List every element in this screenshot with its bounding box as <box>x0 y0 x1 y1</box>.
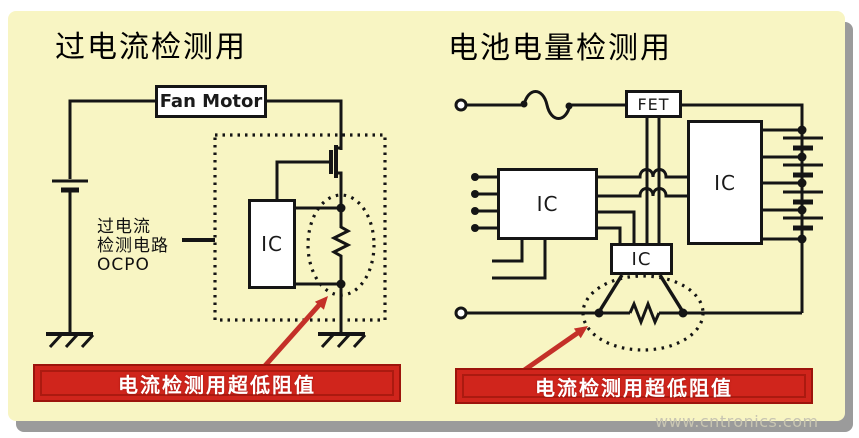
label-line: 检测电路 <box>97 236 169 256</box>
mosfet-icon <box>275 145 343 208</box>
dotted-box <box>213 133 387 322</box>
label-line: OCPO <box>97 255 150 275</box>
wire <box>598 226 622 243</box>
battery-stack-icon <box>783 125 823 244</box>
balance-ic-box: IC <box>687 120 763 245</box>
sense-wire <box>597 274 624 313</box>
right-diagram-title: 电池电量检测用 <box>448 31 672 66</box>
wire <box>267 99 343 150</box>
banner-text: 电流检测用超低阻值 <box>118 372 316 397</box>
dotted-ellipse <box>581 274 705 352</box>
callout-arrow-icon <box>261 296 328 370</box>
dotted-ellipse <box>306 193 376 297</box>
overcurrent-ic-box: IC <box>248 199 296 289</box>
fuse-icon <box>520 90 573 120</box>
terminal-icon <box>454 98 468 112</box>
wire <box>68 99 155 179</box>
right-callout-banner: 电流检测用超低阻值 <box>455 368 813 404</box>
ic-label: IC <box>714 170 736 195</box>
left-diagram-title: 过电流检测用 <box>55 30 247 65</box>
watermark-text: www.cntronics.com <box>655 412 819 431</box>
fan-motor-label: Fan Motor <box>159 91 263 112</box>
junction-dot <box>336 203 346 213</box>
junction-dot <box>594 308 604 318</box>
fet-box: FET <box>625 90 682 118</box>
ic-label: IC <box>631 248 652 270</box>
left-circuit <box>46 99 387 370</box>
ic-label: IC <box>536 192 559 216</box>
sense-wire <box>658 274 685 313</box>
left-callout-banner: 电流检测用超低阻值 <box>33 364 401 402</box>
ic-input-stubs <box>471 173 497 232</box>
resistor-icon <box>628 299 661 327</box>
fet-label: FET <box>637 94 670 114</box>
ground-icon <box>46 332 95 349</box>
wire <box>492 240 547 280</box>
fan-motor-box: Fan Motor <box>155 85 267 118</box>
resistor-icon <box>330 208 352 284</box>
hop-wire <box>598 187 687 198</box>
monitor-ic-box: IC <box>497 168 598 240</box>
wire <box>763 128 802 241</box>
hop-wire <box>598 168 687 179</box>
terminal-icon <box>454 306 468 320</box>
junction-dot <box>336 279 346 289</box>
junction-dot <box>678 308 688 318</box>
sense-ic-box: IC <box>610 243 673 275</box>
wire <box>492 240 524 263</box>
overcurrent-detector-label: 过电流 检测电路 OCPO <box>97 218 169 275</box>
callout-arrow-icon <box>521 326 588 374</box>
right-circuit <box>454 90 823 374</box>
ic-label: IC <box>261 232 283 256</box>
wire <box>682 103 804 313</box>
battery-icon <box>52 179 88 193</box>
ground-icon <box>318 332 367 349</box>
wire <box>598 210 636 243</box>
gate-wire <box>275 160 331 199</box>
banner-text: 电流检测用超低阻值 <box>535 375 733 400</box>
label-line: 过电流 <box>97 217 151 237</box>
